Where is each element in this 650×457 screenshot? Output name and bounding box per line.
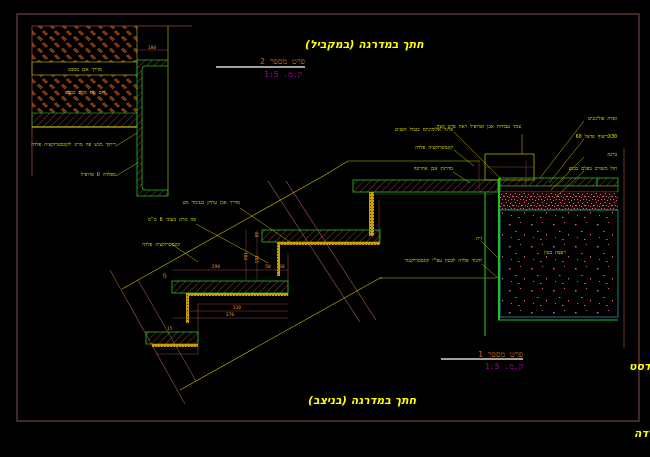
u-profile: [136, 59, 169, 197]
label-u-profile: פרופיל U מפלדה: [80, 172, 116, 178]
label-weld: ריתוך מגש פח מרוג לקונסטרוקציה פלדה: [31, 142, 116, 148]
section-parallel-title: חתך במדרגה (במקביל): [305, 38, 424, 51]
dim-290: 290: [212, 264, 220, 270]
section-landing-drawing: [452, 120, 625, 348]
dim-15: 15: [167, 326, 173, 332]
dim-165: 165: [253, 255, 259, 263]
label-stone-tread: מדרך אבן במבט: [68, 67, 102, 73]
section-landing-ref: פרט מספר 1: [478, 350, 523, 359]
label-polygonite: ואדה פוליגוניט: [588, 116, 617, 122]
section-perpendicular-title: חתך במדרגה (בניצב): [308, 394, 417, 407]
dim-50: 50: [265, 264, 271, 270]
label-stone-edge: צמד עבודות אבן ופרופיל ראה פרט קצה: [437, 124, 522, 130]
section-landing-title: חתך בפודסט: [629, 360, 650, 373]
label-angle: זית: [476, 236, 482, 242]
sheet-border: [16, 13, 640, 422]
label-antique-stone: מדרך אבן עתיק בעיבוד מט: [183, 200, 241, 206]
dim-top: 100: [148, 45, 156, 51]
label-steel-to-concrete: חיבור פלדה לבטון עפ"י קונסטרוקטור: [405, 258, 482, 264]
label-grating: רום פח מרוג במבט: [65, 90, 106, 96]
dim-40: 40: [253, 232, 259, 238]
label-landing-structure: קונסטרוקציה פלדה: [415, 145, 453, 151]
label-tile: ריצוף פרצל 60X30: [576, 134, 617, 140]
label-layer: ברגמ: [608, 152, 618, 158]
dim-184: 184: [242, 252, 248, 260]
section-parallel-scale: ק.מ. 1:5: [264, 70, 302, 79]
label-concrete-slab: רצפת בטון: [544, 250, 566, 256]
dim-30: 30: [279, 264, 285, 270]
section-parallel-ref: פרט מספר 2: [260, 57, 305, 66]
label-grating-6mm: פח מרוג בעובי 6 מ"מ: [148, 217, 197, 223]
dim-320: 320: [233, 305, 241, 311]
label-last-stone-step: מדרגת אבן אחרונה: [414, 166, 453, 172]
dim-370: 370: [226, 312, 234, 318]
section-parallel-drawing: [31, 25, 192, 197]
section-perpendicular-drawing: [109, 160, 499, 405]
dim-45: 45: [160, 272, 168, 280]
label-steel-structure: קונסטרוקציה פלדה: [142, 242, 180, 248]
label-aluminum-profile: פרגל אלומיניום בגבול הפנים: [395, 127, 453, 133]
main-title: פרט טיפוסי מהלך מדרגות פלדה: [634, 427, 650, 440]
section-landing-scale: ק.מ. 1:5: [485, 362, 523, 371]
label-sand-fill: חול משורב בפלם כבוש: [569, 166, 617, 172]
